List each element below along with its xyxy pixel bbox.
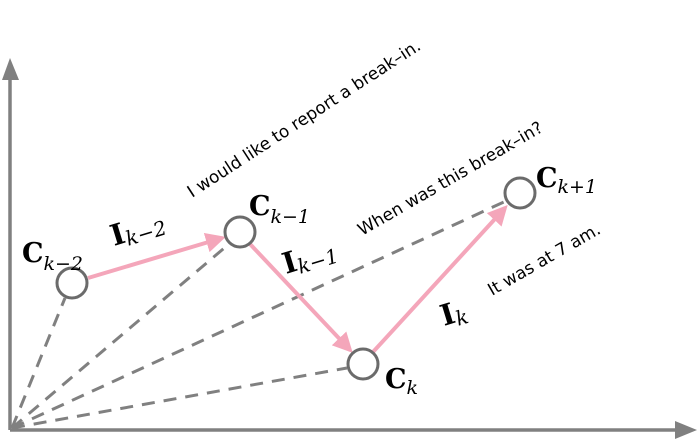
- utterance-text-3: It was at 7 am.: [485, 220, 605, 301]
- axes: [2, 58, 697, 439]
- transition-label-3: Ik: [436, 293, 471, 335]
- context-nodes: [55, 176, 537, 381]
- utterance-3: It was at 7 am.: [485, 220, 605, 301]
- y-axis-arrow-icon: [2, 58, 19, 80]
- x-axis-arrow-icon: [675, 421, 697, 439]
- transition-label-1: Ik−2: [106, 204, 169, 255]
- label-c-k-minus-2: Ck−2: [22, 238, 83, 275]
- transition-arrows: [87, 205, 508, 354]
- label-c-k: Ck: [385, 364, 418, 399]
- node-c-k: [346, 347, 380, 381]
- label-i-k-minus-1: Ik−1: [278, 232, 341, 283]
- node-c-k-plus-1: [503, 176, 537, 210]
- label-c-k-minus-1: Ck−1: [249, 191, 310, 228]
- dashed-vector-c-k-minus-1: [11, 242, 230, 430]
- dashed-vector-c-k: [11, 366, 348, 430]
- node-c-k-minus-1: [223, 215, 257, 249]
- dashed-vector-c-k-minus-2: [10, 297, 67, 429]
- label-i-k-minus-2: Ik−2: [106, 204, 169, 255]
- transition-arrow-2: [248, 242, 353, 353]
- transition-label-2: Ik−1: [278, 232, 341, 283]
- dashed-context-vectors: [10, 199, 507, 430]
- dashed-vector-c-k-plus-1: [11, 199, 507, 430]
- transition-arrow-1: [87, 232, 226, 280]
- label-i-k: Ik: [436, 293, 471, 335]
- utterance-text-1: I would like to report a break–in.: [184, 36, 425, 202]
- node-c-k-minus-2: [55, 266, 89, 300]
- transition-arrow-3: [371, 205, 508, 354]
- utterance-1: I would like to report a break–in.: [184, 36, 425, 202]
- label-c-k-plus-1: Ck+1: [536, 163, 597, 198]
